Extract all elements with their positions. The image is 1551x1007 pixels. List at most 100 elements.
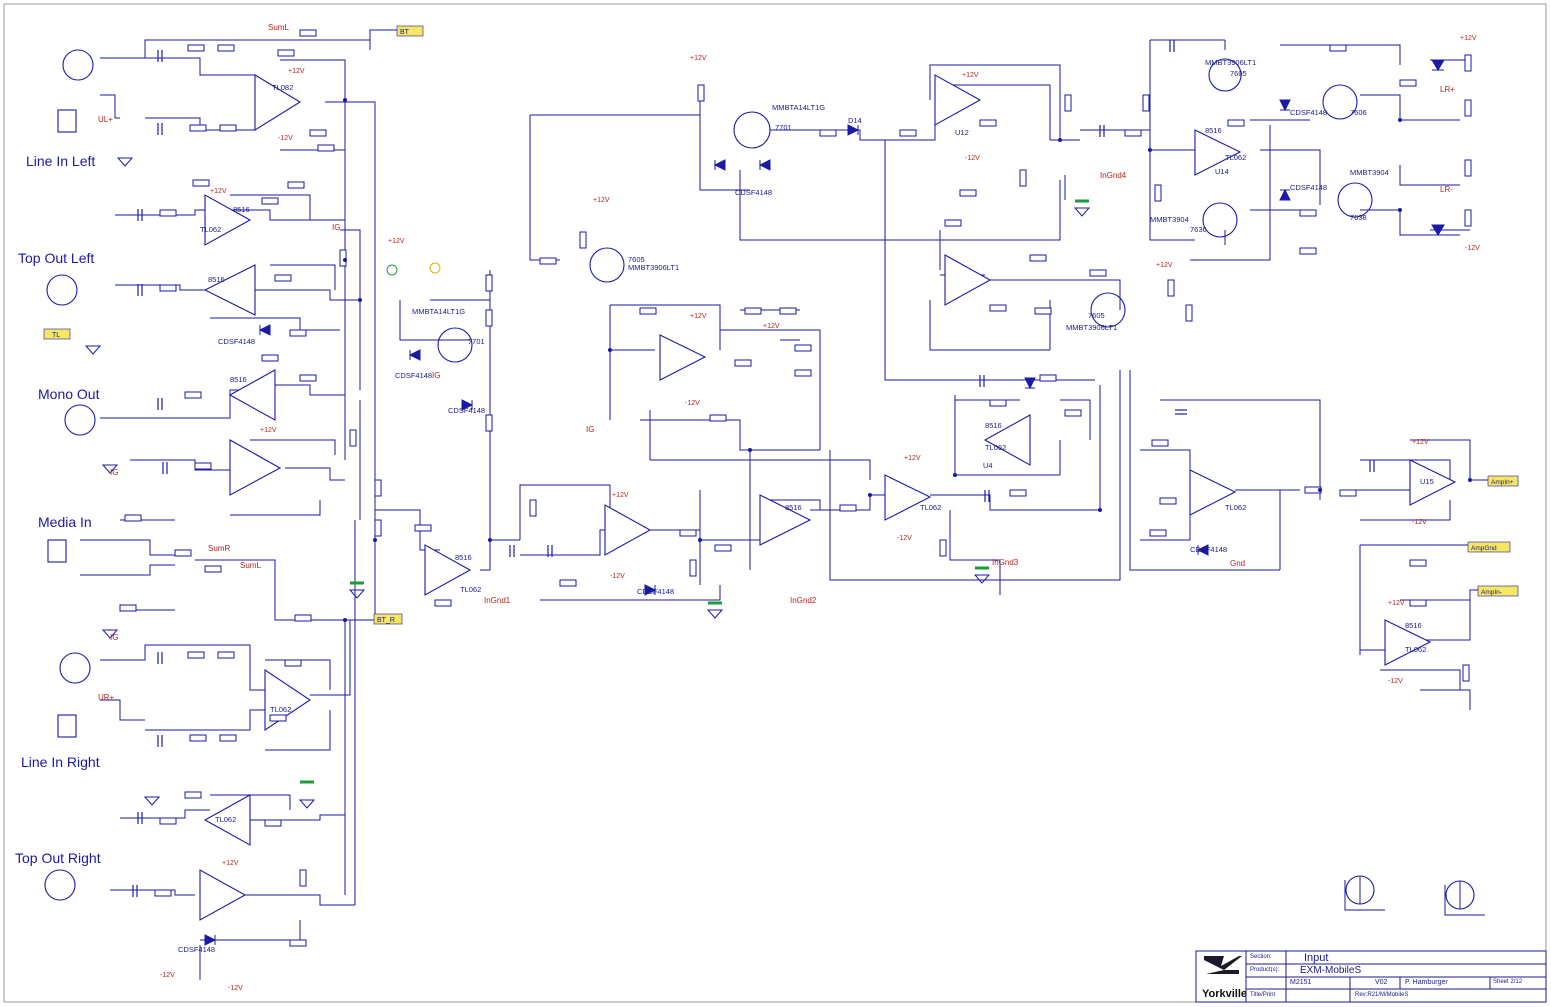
net-ingnd4: InGnd4 <box>1100 171 1127 180</box>
net-flag-amp-gnd <box>1467 541 1511 553</box>
supply-neg-label: -12V <box>228 985 243 992</box>
net-ig: IG <box>110 468 118 477</box>
opamp-tl: TL062 <box>985 443 1006 452</box>
opamp-u12: U12 <box>955 128 969 137</box>
section-line-in-left: Line In Left <box>26 153 96 169</box>
capacitors <box>132 40 1375 897</box>
diode-part: CDSF4148 <box>1290 108 1327 117</box>
title-block <box>1195 950 1547 1003</box>
diode-part: CDSF4148 <box>1190 545 1227 554</box>
supply-neg-label: -12V <box>160 972 175 979</box>
supply-pos-label: +12V <box>1460 35 1477 42</box>
net-ul-plus: UL+ <box>98 115 113 124</box>
sheet-border <box>3 3 1547 1003</box>
opamp-u1: TL082 <box>272 83 293 92</box>
title-section-value: Input <box>1304 952 1329 964</box>
opamp-tl: TL062 <box>460 585 481 594</box>
net-flag-bt <box>396 25 424 37</box>
net-flag-tl <box>43 328 71 340</box>
opamp-tl: TL062 <box>1225 503 1246 512</box>
title-revision: V02 <box>1375 979 1388 986</box>
transistors <box>437 58 1475 910</box>
diode-part: CDSF4148 <box>735 188 772 197</box>
opamps <box>199 74 1457 921</box>
diode-part: CDSF4148 <box>178 945 215 954</box>
callout-transistors <box>1344 876 1485 916</box>
net-ig: IG <box>110 633 118 642</box>
q-mid-part: MMBT3904 <box>1150 215 1189 224</box>
supply-pos-label: +12V <box>288 68 305 75</box>
net-flag-bt-text: BT <box>400 29 410 36</box>
opamp-u14: U14 <box>1215 167 1229 176</box>
supply-neg-label: -12V <box>1388 678 1403 685</box>
supply-neg-label: -12V <box>610 573 625 580</box>
title-file-value: Rev:R21/M/MobileS <box>1355 992 1409 998</box>
q-out2-ref: 7606 <box>1350 108 1367 117</box>
net-lr-minus: LR- <box>1440 185 1453 194</box>
net-lr-plus: LR+ <box>1440 85 1455 94</box>
opamp-ref: 8516 <box>985 421 1002 430</box>
net-sum-r: SumR <box>208 544 230 553</box>
supply-pos-label: +12V <box>763 323 780 330</box>
net-flag-amp-in <box>1487 475 1519 487</box>
opamp-tl: TL062 <box>270 705 291 714</box>
net-ingnd1: InGnd1 <box>484 596 511 605</box>
opamp-u4: U4 <box>983 461 993 470</box>
component-labels: MMBTA14LT1G 7701 MMBT3906LT1 7605 MMBT39… <box>178 58 1434 954</box>
net-flag-amp-gnd-text: AmpGnd <box>1471 545 1497 552</box>
connectors <box>44 49 96 901</box>
opamp-tl: TL062 <box>1405 645 1426 654</box>
net-sum-l-top: SumL <box>268 23 289 32</box>
d14-ref: D14 <box>848 116 862 125</box>
opamp-ref: 8516 <box>230 375 247 384</box>
title-designer: P. Hamburger <box>1405 979 1448 986</box>
net-flag-amp-in-neg-text: AmpIn- <box>1481 589 1502 596</box>
title-product-label: Product(s): <box>1250 967 1280 973</box>
q-top-ref: 7605 <box>1230 69 1247 78</box>
q13-part: MMBT3906LT1 <box>628 263 679 272</box>
supply-pos-label: +12V <box>210 188 227 195</box>
supply-pos-label: +12V <box>962 72 979 79</box>
supply-pos-label: +12V <box>904 455 921 462</box>
supply-markers: +12V +12V +12V +12V +12V +12V +12V +12V … <box>160 35 1480 992</box>
q-mid-ref: 7636 <box>1190 225 1207 234</box>
section-media-in: Media In <box>38 514 92 530</box>
supply-pos-label: +12V <box>1412 439 1429 446</box>
diodes <box>204 59 1445 946</box>
section-mono-out: Mono Out <box>38 386 100 402</box>
supply-pos-label: +12V <box>1156 262 1173 269</box>
supply-pos-label: +12V <box>593 197 610 204</box>
net-names: SumL SumR SumL InGnd1 InGnd2 InGnd3 InGn… <box>98 23 1455 702</box>
opamp-tl: TL062 <box>1225 153 1246 162</box>
section-top-out-right: Top Out Right <box>15 850 101 866</box>
q7-ref: 7605 <box>1088 311 1105 320</box>
title-file-label: Title/Print <box>1250 992 1276 998</box>
net-ig: IG <box>332 223 340 232</box>
opamp-ref: 8516 <box>233 205 250 214</box>
net-ingnd2: InGnd2 <box>790 596 817 605</box>
q13-ref: 7605 <box>628 255 645 264</box>
q11-ref: 7701 <box>775 123 792 132</box>
diode-part: CDSF4148 <box>637 587 674 596</box>
net-flag-amp-in-text: AmpIn+ <box>1491 479 1514 486</box>
resistors-vertical <box>299 54 1472 887</box>
q-top-part: MMBT3906LT1 <box>1205 58 1256 67</box>
ground-bars-green <box>300 199 1089 784</box>
net-ur-plus: UR+ <box>98 693 115 702</box>
opamp-ref: 8516 <box>1405 621 1422 630</box>
section-top-out-left: Top Out Left <box>18 250 95 266</box>
net-sum-l: SumL <box>240 561 261 570</box>
net-flag-tl-text: TL <box>52 332 60 339</box>
opamp-ref: 8516 <box>1205 126 1222 135</box>
q8-part: MMBTA14LT1G <box>412 307 465 316</box>
diode-part: CDSF4148 <box>395 371 432 380</box>
net-ig: IG <box>432 371 440 380</box>
diode-part: CDSF4148 <box>1290 183 1327 192</box>
opamp-ref: 8516 <box>455 553 472 562</box>
opamp-tl: TL062 <box>200 225 221 234</box>
junctions <box>343 98 1472 622</box>
title-company: Yorkville <box>1202 988 1248 1000</box>
q7-part: MMBT3906LT1 <box>1066 323 1117 332</box>
q11-part: MMBTA14LT1G <box>772 103 825 112</box>
